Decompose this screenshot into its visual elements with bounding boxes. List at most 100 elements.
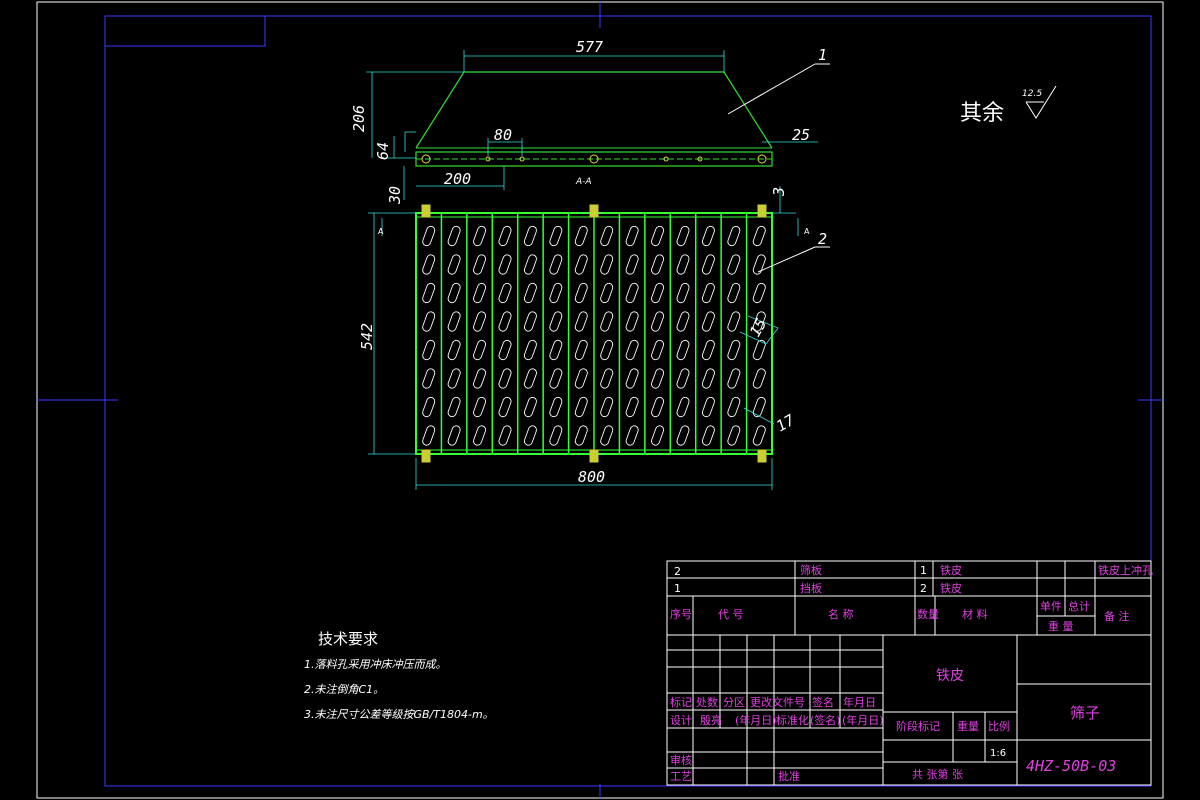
slot-hole	[701, 282, 715, 304]
tb-date2: (年月日)	[735, 713, 777, 727]
slot-hole	[473, 254, 487, 275]
slot-hole	[600, 254, 614, 275]
slot-hole	[752, 225, 766, 247]
slot-hole	[625, 396, 639, 418]
slot-hole	[651, 254, 665, 275]
tb-zone: 分区	[723, 696, 745, 709]
bom-row-2-qty: 2	[920, 582, 927, 595]
slot-hole	[676, 425, 690, 446]
slot-hole	[727, 282, 741, 304]
slot-hole	[651, 339, 665, 361]
bom-row-1-note: 铁皮上冲孔	[1098, 563, 1153, 577]
bom-row-2-seq: 1	[674, 582, 681, 595]
bom-row-1-material: 铁皮	[940, 564, 962, 577]
dim-25: 25	[792, 126, 810, 144]
slot-hole	[523, 368, 537, 389]
slot-hole	[523, 254, 537, 275]
slot-hole	[549, 339, 563, 361]
slot-hole	[447, 254, 461, 275]
bom-header-unit: 单件	[1040, 600, 1062, 613]
slot-hole	[422, 311, 436, 332]
slot-hole	[600, 225, 614, 247]
slot-hole	[625, 425, 639, 446]
slot-hole	[727, 396, 741, 418]
slot-hole	[498, 368, 512, 389]
slot-hole	[752, 425, 766, 446]
bom-header-seq: 序号	[670, 607, 692, 621]
tb-sheets: 共 张第 张	[912, 767, 963, 781]
title-material: 铁皮	[936, 668, 964, 684]
slot-hole	[727, 254, 741, 275]
bom-header-note: 备 注	[1104, 609, 1130, 623]
slot-hole	[676, 339, 690, 361]
bom-row-2-name: 挡板	[800, 581, 822, 595]
slot-hole	[447, 282, 461, 304]
dim-30: 30	[386, 186, 404, 205]
slot-hole	[676, 396, 690, 418]
slot-hole	[727, 425, 741, 446]
cut-marker-left: A	[378, 227, 384, 236]
tech-title: 技术要求	[318, 630, 378, 648]
slot-hole	[523, 396, 537, 418]
slot-hole	[574, 339, 588, 361]
slot-hole	[523, 282, 537, 304]
bom-header-material: 材 料	[962, 607, 988, 621]
slot-hole	[676, 254, 690, 275]
tb-approve: 批准	[778, 769, 800, 783]
slot-hole	[574, 396, 588, 418]
slot-hole	[651, 368, 665, 389]
slot-hole	[473, 282, 487, 304]
slot-hole	[625, 368, 639, 389]
slot-hole	[574, 282, 588, 304]
slot-hole	[676, 282, 690, 304]
dim-3: 3	[770, 187, 788, 197]
slot-hole	[625, 225, 639, 247]
slot-hole	[752, 368, 766, 389]
slot-hole	[422, 282, 436, 304]
slot-hole	[574, 254, 588, 275]
tb-stage: 阶段标记	[896, 719, 940, 733]
slot-hole	[473, 396, 487, 418]
dim-800: 800	[578, 468, 605, 486]
slot-hole	[752, 396, 766, 418]
tech-item-3: 3.未注尺寸公差等级按GB/T1804-m。	[304, 708, 494, 721]
title-scale: 1:6	[990, 748, 1006, 759]
slot-hole	[752, 282, 766, 304]
section-view: 577 206 64 80 25 200 30 A-A	[350, 38, 818, 205]
corner-box	[105, 16, 266, 47]
tb-change-doc: 更改文件号	[750, 695, 805, 709]
title-drawing-no: 4HZ-50B-03	[1026, 757, 1116, 775]
tech-item-1: 1.落料孔采用冲床冲压而成。	[304, 658, 447, 671]
slot-hole	[752, 339, 766, 361]
tb-process: 工艺	[670, 770, 692, 783]
slot-hole	[651, 396, 665, 418]
slot-hole	[701, 225, 715, 247]
slot-hole	[523, 339, 537, 361]
bom-row-1-name: 筛板	[800, 563, 822, 577]
slot-hole	[447, 225, 461, 247]
slot-hole	[676, 311, 690, 332]
bom-table	[666, 560, 1152, 636]
slot-hole	[447, 339, 461, 361]
slot-hole	[600, 311, 614, 332]
tb-review: 审核	[670, 753, 692, 767]
tech-requirements: 技术要求 1.落料孔采用冲床冲压而成。 2.未注倒角C1。 3.未注尺寸公差等级…	[304, 630, 494, 721]
slot-hole	[574, 225, 588, 247]
tb-standard: 标准化	[776, 713, 809, 727]
tb-mark: 标记	[670, 695, 692, 709]
dim-64: 64	[374, 142, 392, 160]
tb-sign: 签名	[812, 695, 834, 709]
slot-hole	[600, 339, 614, 361]
slot-hole	[701, 425, 715, 446]
slot-hole	[422, 225, 436, 247]
leader-1	[727, 63, 816, 115]
slot-hole	[549, 282, 563, 304]
slot-hole	[549, 254, 563, 275]
slot-hole	[651, 225, 665, 247]
section-label: A-A	[575, 177, 592, 187]
slot-hole	[752, 311, 766, 332]
tech-item-2: 2.未注倒角C1。	[304, 683, 384, 696]
dim-206: 206	[350, 105, 368, 132]
slot-hole	[651, 425, 665, 446]
